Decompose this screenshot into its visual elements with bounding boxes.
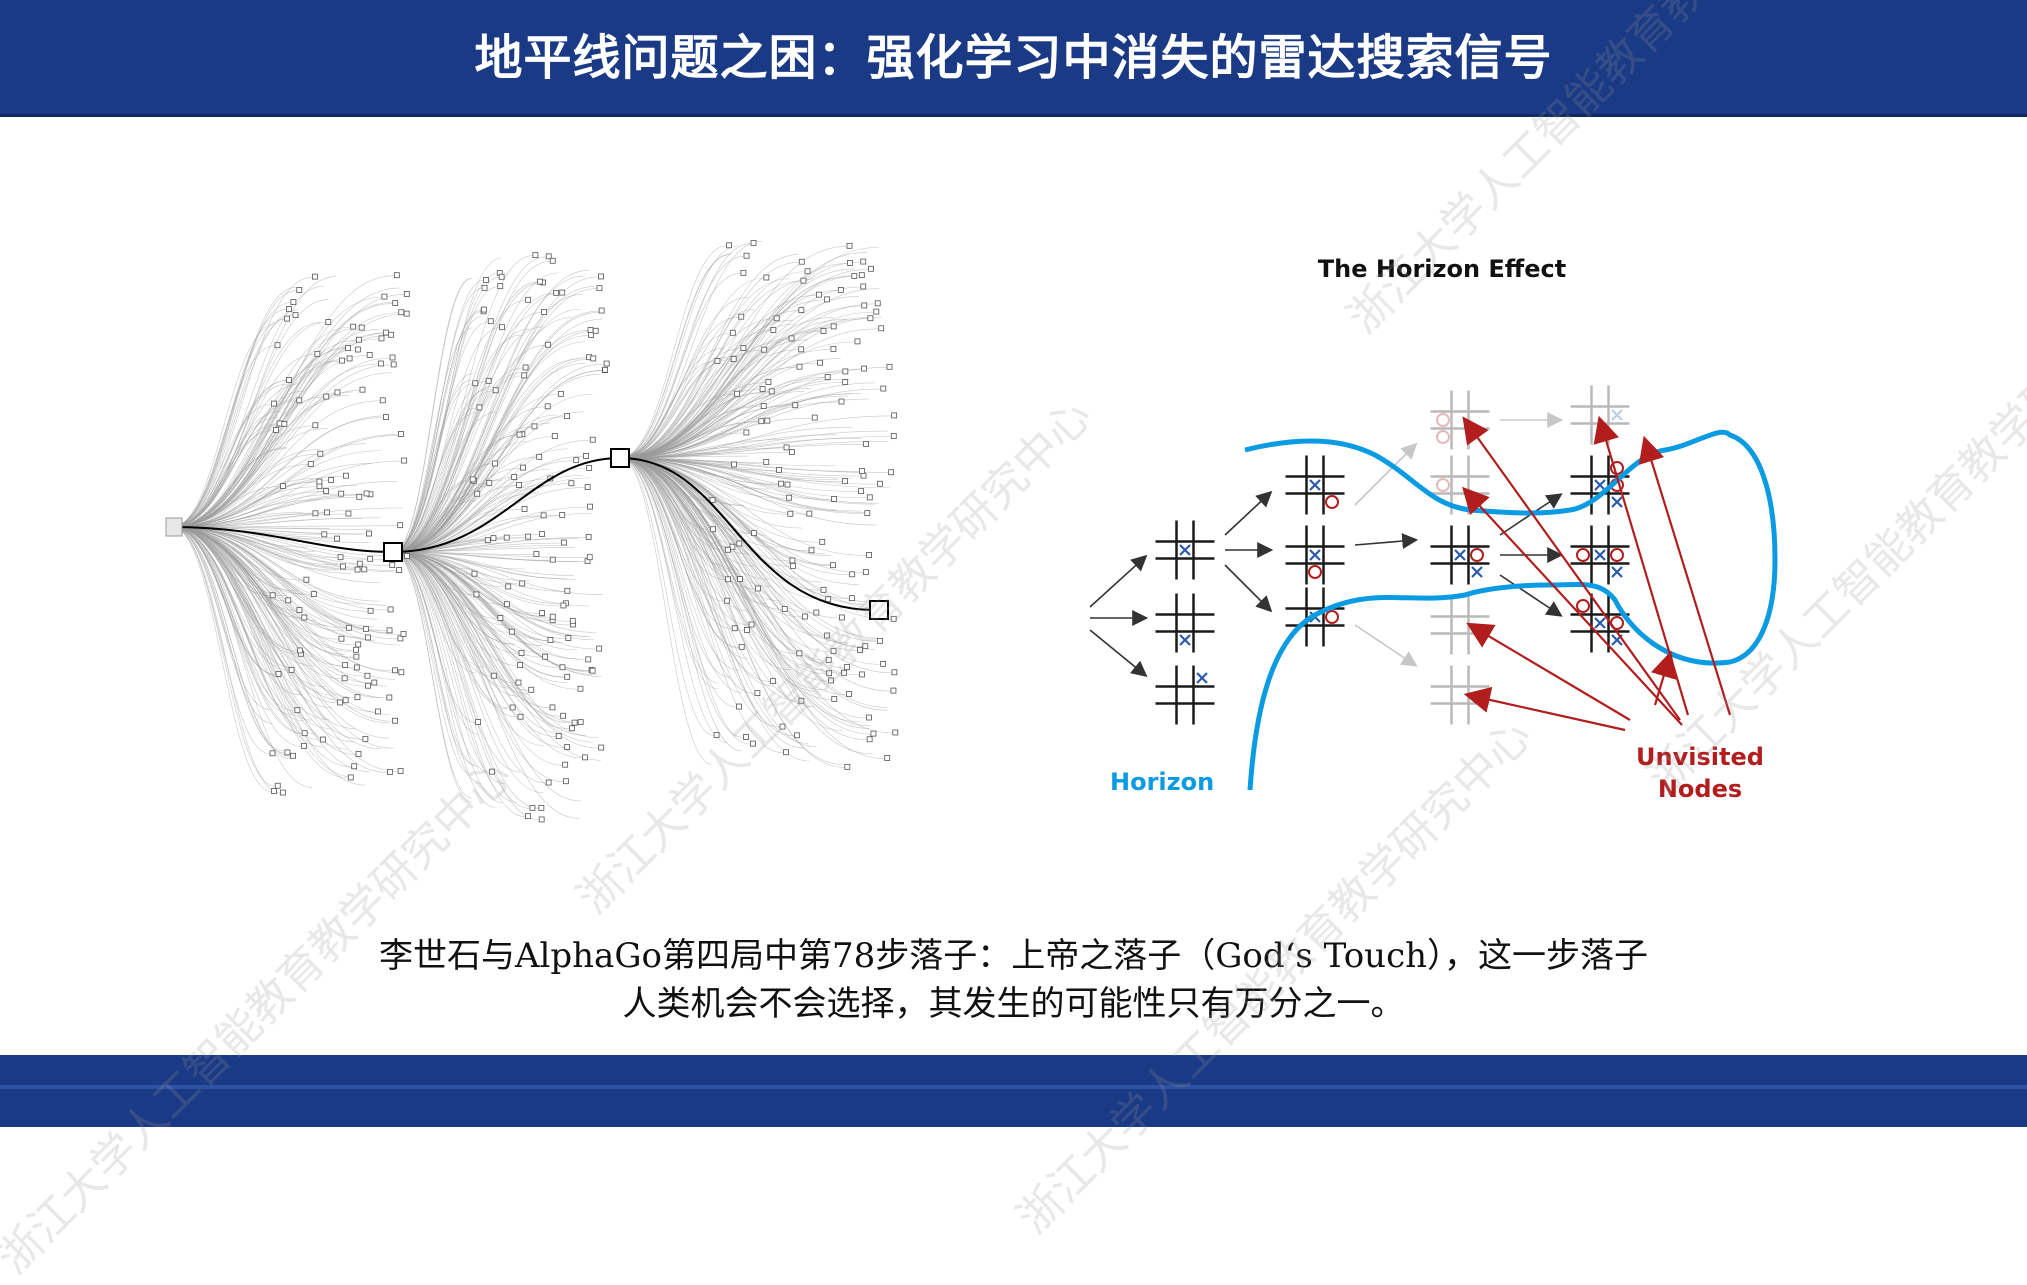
horizon-label: Horizon (1110, 768, 1214, 796)
figure-title: The Horizon Effect (1318, 255, 1566, 283)
unvisited-label-line2: Nodes (1658, 775, 1742, 803)
footer-bar (0, 1055, 2027, 1127)
tic-tac-toe-board (1431, 596, 1490, 655)
caption: 李世石与AlphaGo第四局中第78步落子：上帝之落子（God‘s Touch）… (240, 932, 1787, 1028)
caption-line-1: 李世石与AlphaGo第四局中第78步落子：上帝之落子（God‘s Touch）… (240, 932, 1787, 980)
tic-tac-toe-board (1156, 594, 1215, 653)
tic-tac-toe-board (1156, 521, 1215, 580)
tree-branches (172, 241, 893, 820)
tic-tac-toe-board (1431, 526, 1490, 585)
tic-tac-toe-board (1571, 526, 1630, 585)
tic-tac-toe-board (1286, 526, 1345, 585)
tic-tac-toe-board (1571, 386, 1630, 445)
unvisited-label-line1: Unvisited (1636, 743, 1764, 771)
page-title: 地平线问题之困：强化学习中消失的雷达搜索信号 (0, 0, 2027, 117)
tic-tac-toe-board (1431, 666, 1490, 725)
caption-line-2: 人类机会不会选择，其发生的可能性只有万分之一。 (240, 980, 1787, 1028)
tic-tac-toe-board (1286, 456, 1345, 515)
tic-tac-toe-board (1571, 594, 1630, 653)
search-tree-figure (150, 215, 950, 840)
horizon-effect-figure: The Horizon Effect Horizon Unvisited Nod… (1070, 245, 1830, 825)
tic-tac-toe-board (1156, 666, 1215, 725)
